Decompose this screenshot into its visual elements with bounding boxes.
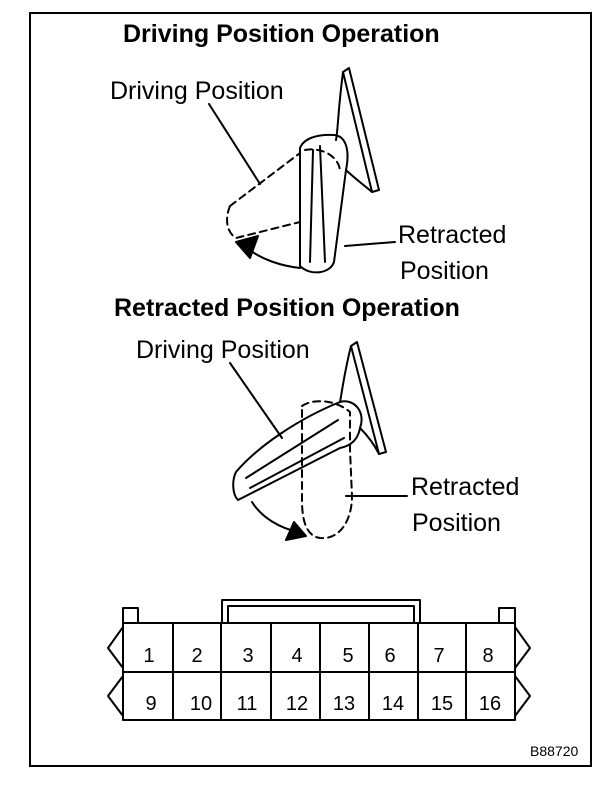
pin-label-12: 12 — [285, 693, 309, 715]
pin-label-4: 4 — [291, 645, 303, 667]
pin-label-6: 6 — [384, 645, 396, 667]
pin-label-8: 8 — [482, 645, 494, 667]
connector-outline — [107, 599, 531, 721]
retracted-position-label-2-line2: Position — [412, 509, 501, 537]
pin-label-7: 7 — [433, 645, 445, 667]
figure-frame — [29, 12, 592, 767]
pin-label-13: 13 — [332, 693, 356, 715]
pin-label-15: 15 — [430, 693, 454, 715]
pin-label-11: 11 — [236, 693, 258, 715]
pin-label-10: 10 — [189, 693, 213, 715]
figure-code: B88720 — [530, 743, 579, 759]
driving-operation-title: Driving Position Operation — [123, 20, 440, 48]
retracted-operation-title: Retracted Position Operation — [114, 294, 460, 322]
retracted-position-label-1-line1: Retracted — [398, 221, 507, 249]
pin-label-16: 16 — [478, 693, 502, 715]
pin-label-3: 3 — [242, 645, 254, 667]
pin-label-2: 2 — [191, 645, 203, 667]
retracted-position-label-1-line2: Position — [400, 257, 489, 285]
driving-position-label-2: Driving Position — [136, 336, 310, 364]
retracted-position-label-2-line1: Retracted — [411, 473, 520, 501]
mirror-illustration-1 — [208, 67, 396, 274]
driving-position-label-1: Driving Position — [110, 77, 284, 105]
mirror-illustration-2 — [229, 341, 408, 541]
pin-label-9: 9 — [145, 693, 157, 715]
pin-label-14: 14 — [381, 693, 405, 715]
pin-label-1: 1 — [143, 645, 155, 667]
pin-label-5: 5 — [342, 645, 354, 667]
